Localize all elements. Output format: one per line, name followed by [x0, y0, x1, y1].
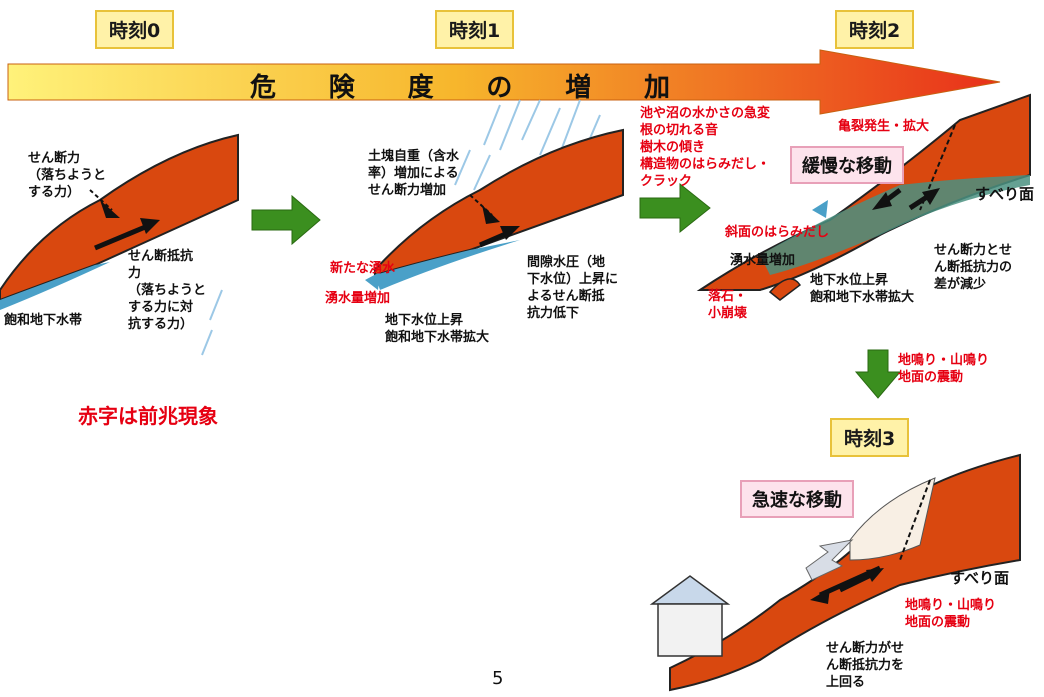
- slip-surface-label-2: すべり面: [950, 569, 1009, 587]
- shear-force-label: せん断力 （落ちようと する力）: [28, 151, 107, 200]
- banner-char: 加: [643, 72, 670, 103]
- page-number: 5: [492, 668, 504, 689]
- groundwater-rise-label-2: 地下水位上昇 飽和地下水帯拡大: [810, 273, 915, 305]
- rapid-motion-badge: 急速な移動: [740, 480, 854, 518]
- slope-bulge-label: 斜面のはらみだし: [725, 225, 830, 240]
- stage-label-3: 時刻3: [830, 418, 910, 457]
- spring-increase-label: 湧水量増加: [325, 291, 391, 306]
- groundwater-panel0: [0, 262, 110, 310]
- stage-label-2: 時刻2: [835, 10, 915, 49]
- house-icon: [649, 575, 731, 657]
- rockfall-label: 落石・ 小崩壊: [708, 289, 748, 321]
- groundwater-rise-label: 地下水位上昇 飽和地下水帯拡大: [385, 313, 490, 345]
- collapsed-void: [849, 477, 936, 561]
- slip-surface-label: すべり面: [975, 185, 1034, 203]
- transition-precursor-label: 地鳴り・山鳴り 地面の震動: [898, 353, 990, 385]
- slow-motion-badge: 緩慢な移動: [790, 146, 904, 184]
- saturated-zone-label: 飽和地下水帯: [4, 313, 83, 328]
- spring-increase-label-2: 湧水量増加: [730, 253, 796, 268]
- banner-char: 度: [407, 72, 434, 103]
- banner-char: の: [486, 72, 513, 103]
- force-diff-label: せん断力とせ ん断抵抗力の 差が減少: [934, 243, 1013, 292]
- ground-rumble-label: 地鳴り・山鳴り 地面の震動: [905, 598, 997, 630]
- slope-panel3: [669, 453, 1021, 692]
- stage-label-1: 時刻1: [435, 10, 515, 49]
- danger-banner-text: 危 険 度 の 増 加: [250, 68, 670, 103]
- progress-arrows: [251, 182, 902, 399]
- shear-resistance-label: せん断抵抗 力 （落ちようと する力に対 抗する力）: [128, 249, 207, 332]
- crack-label: 亀裂発生・拡大: [838, 119, 930, 134]
- precursor-list: 池や沼の水かさの急変 根の切れる音 樹木の傾き 構造物のはらみだし・ クラック: [640, 106, 771, 189]
- legend-note: 赤字は前兆現象: [78, 404, 218, 428]
- groundwater-panel1: [375, 240, 520, 290]
- slide-direction-arrow: [805, 539, 854, 581]
- pore-pressure-label: 間隙水圧（地 下水位）上昇に よるせん断抵 抗力低下: [527, 255, 619, 321]
- banner-char: 険: [328, 72, 355, 103]
- groundwater-panel2: [760, 175, 1030, 275]
- new-spring-label: 新たな湧水: [330, 261, 396, 276]
- banner-char: 増: [565, 72, 592, 103]
- force-exceeds-label: せん断力がせ ん断抵抗力を 上回る: [826, 641, 905, 690]
- danger-increase-arrow: [7, 49, 1001, 115]
- banner-char: 危: [250, 72, 277, 103]
- self-weight-label: 土塊自重（含水 率）増加による せん断力増加: [368, 149, 460, 198]
- stage-label-0: 時刻0: [95, 10, 175, 49]
